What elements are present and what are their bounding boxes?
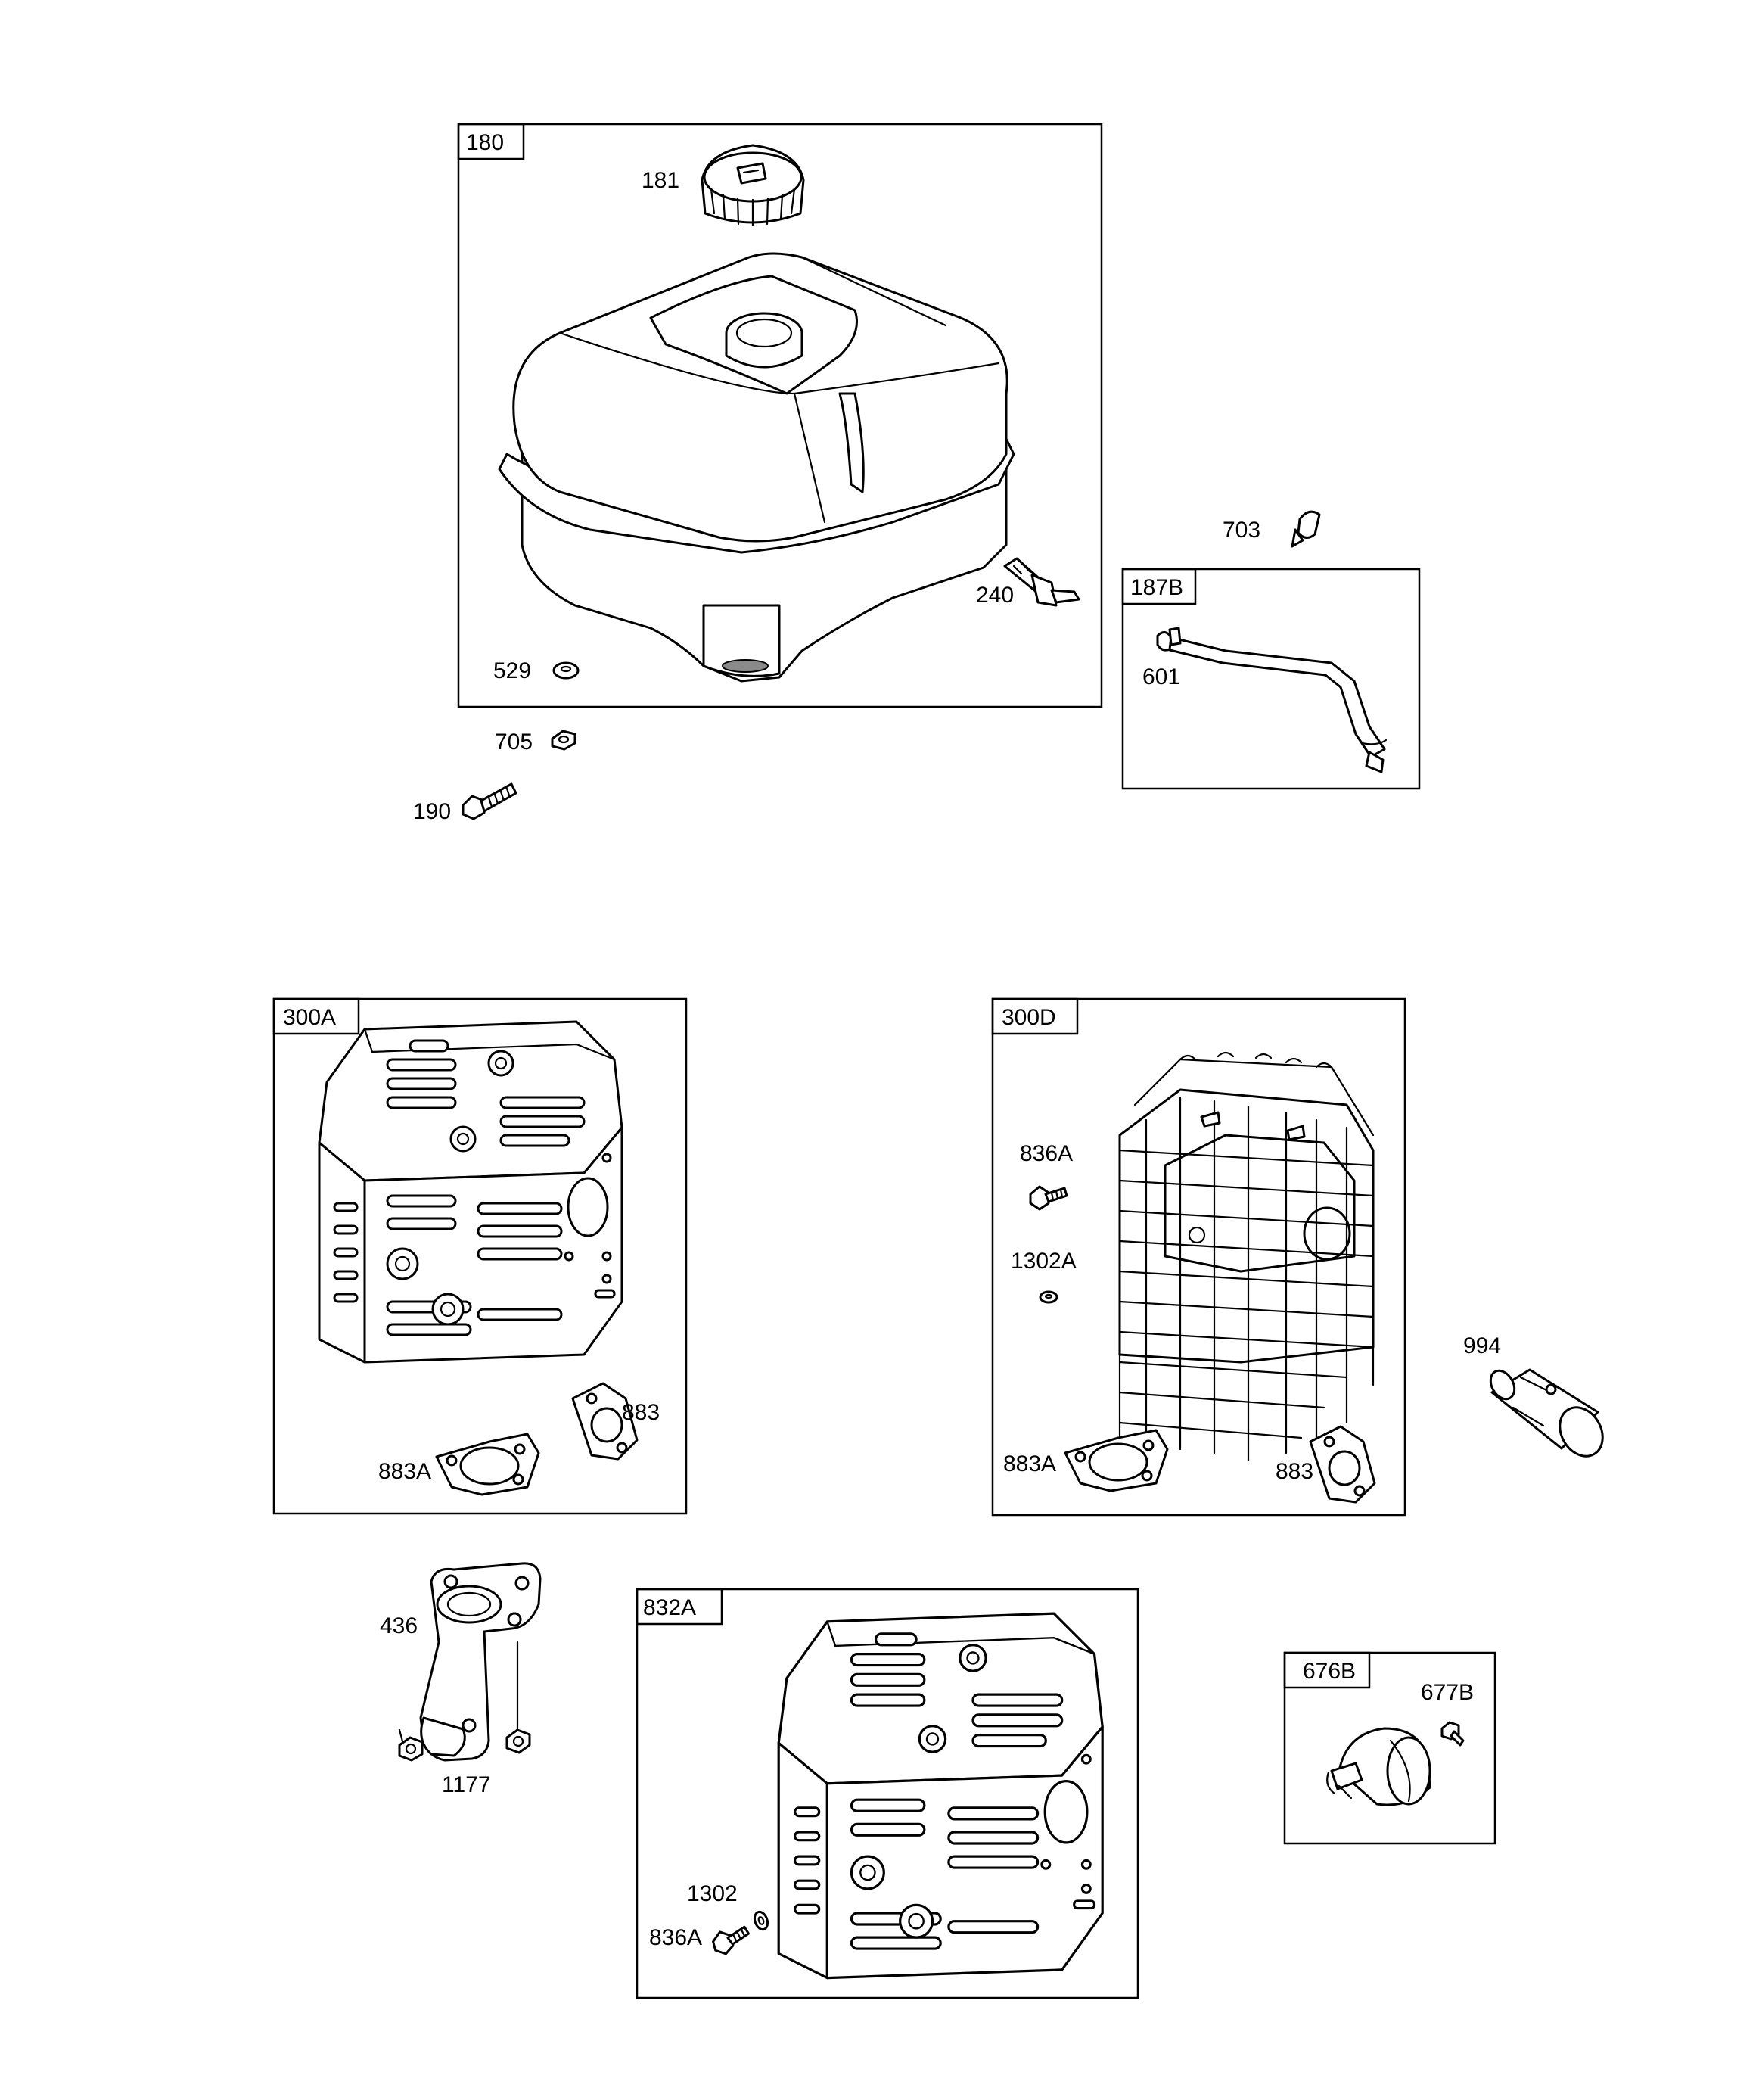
muffler-shroud-832A-illustration [777,1612,1104,1980]
exhaust-manifold-436-illustration [398,1562,542,1762]
callout-883-300D: 883 [1276,1459,1313,1484]
fuel-tank-illustration [498,252,1015,683]
group-box-300D: 300D [991,997,1406,1517]
callout-1302: 1302 [687,1881,738,1906]
callout-601: 601 [1142,664,1180,689]
clamp-703-illustration [1291,510,1321,548]
group-box-187B: 187B [1121,568,1421,790]
bolt-836A-lower-illustration [710,1924,754,1958]
callout-1302A: 1302A [1011,1249,1077,1274]
nut-705-illustration [551,730,576,751]
group-label-187B: 187B [1130,575,1183,600]
group-box-676B: 676B [1283,1651,1496,1845]
nuts-1177-illustration [398,1728,531,1762]
group-box-832A: 832A [636,1588,1139,1999]
callout-705: 705 [495,730,533,754]
callout-883A-300A: 883A [378,1459,431,1484]
group-label-300A: 300A [283,1005,336,1030]
screw-677B-illustration [1440,1721,1465,1747]
group-box-300A: 300A [272,997,688,1515]
muffler-shroud-300A-illustration [318,1020,639,1496]
muffler-guard-300D-illustration [1118,1051,1375,1462]
callout-883A-300D: 883A [1003,1451,1056,1476]
callout-190: 190 [413,799,451,824]
callout-677B: 677B [1421,1680,1474,1705]
callout-181: 181 [642,168,679,193]
fuel-cap-illustration [701,144,805,227]
callout-836A-832A: 836A [649,1925,702,1950]
callout-1177: 1177 [442,1772,491,1797]
callout-703: 703 [1223,518,1260,543]
gaskets-300D-illustration [1064,1425,1376,1504]
washer-529-illustration [552,661,580,680]
callout-529: 529 [493,658,531,683]
group-label-676B: 676B [1303,1659,1356,1684]
callout-994: 994 [1463,1333,1501,1358]
screw-190-illustration [462,782,517,820]
callout-836A-300D: 836A [1020,1141,1073,1166]
fuel-line-601-illustration [1156,627,1388,773]
fuel-valve-illustration [1003,557,1080,607]
bolt-836A-upper-illustration [1029,1185,1068,1211]
group-label-832A: 832A [643,1595,696,1620]
washer-1302A-illustration [1039,1290,1058,1304]
group-label-300D: 300D [1002,1005,1056,1030]
group-label-180: 180 [466,130,504,155]
spark-arrestor-994-illustration [1489,1368,1604,1458]
callout-240: 240 [976,583,1014,608]
callout-883-300A: 883 [622,1400,660,1425]
group-box-180: 180 [457,123,1103,708]
callout-436: 436 [380,1613,418,1638]
clamp-676B-illustration [1326,1727,1431,1806]
washer-1302-illustration [753,1910,769,1931]
